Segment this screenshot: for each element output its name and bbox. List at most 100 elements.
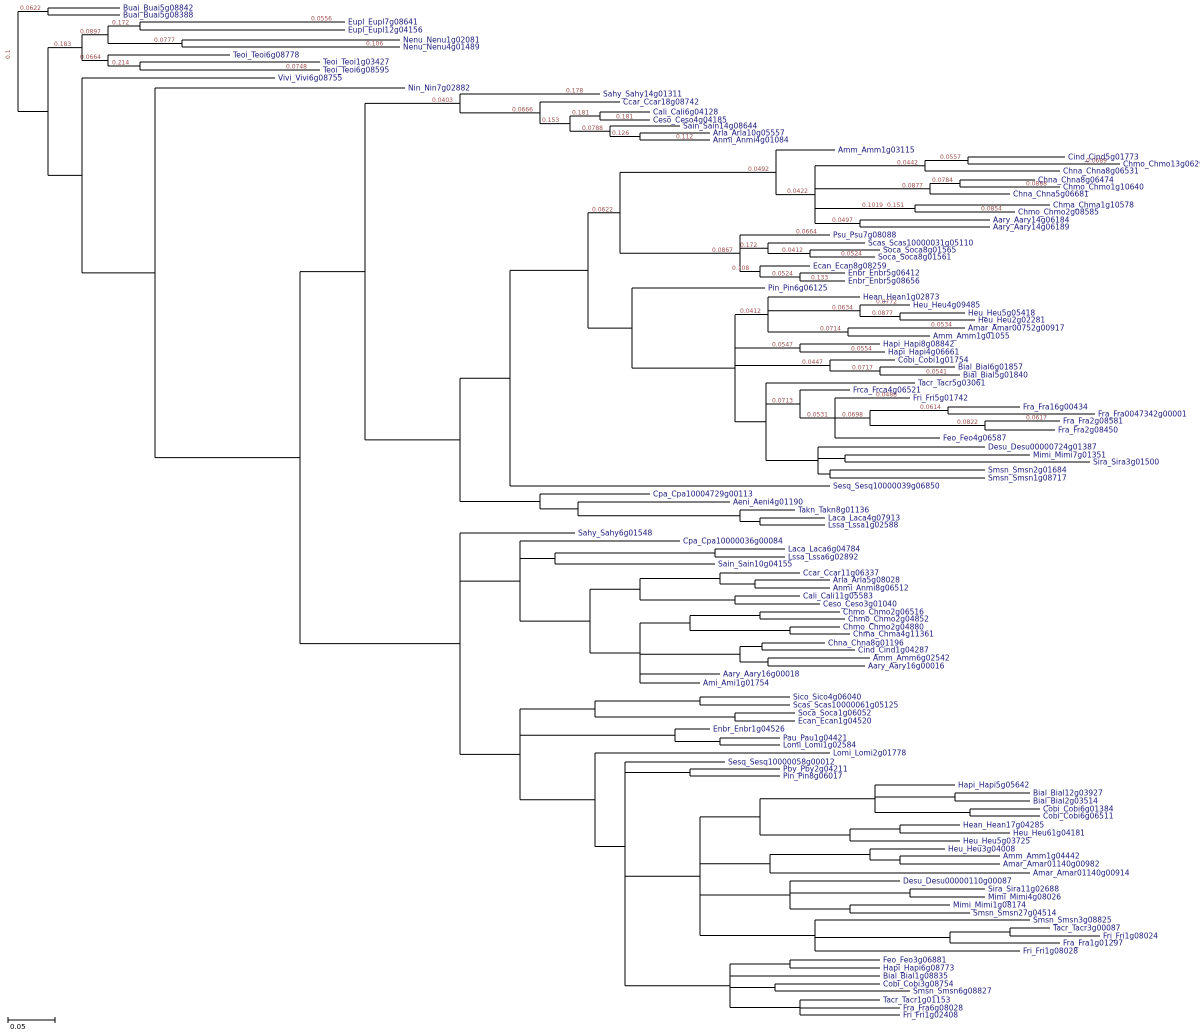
tip-label: Hapi_Hapi5g05642 <box>958 781 1030 790</box>
tip-label: Ceso_Ceso4g04185 <box>653 116 727 125</box>
tip-label: Vivi_Vivi6g08755 <box>278 74 343 83</box>
tip-label: Pau_Pau1g04421 <box>783 734 847 743</box>
tip-label: Heu_Heu3g04008 <box>948 845 1015 854</box>
tip-label: Chmo_Chmo1g10640 <box>1063 183 1144 192</box>
tip-label: Nenu_Nenu1g02081 <box>403 36 480 45</box>
tip-label: Teoi_Teoi1g03427 <box>322 58 390 67</box>
support-value: 0.0777 <box>154 37 175 44</box>
tip-label: Cobi_Cobi3g08754 <box>883 980 954 989</box>
tip-label: Hapi_Hapi8g08842 <box>883 340 955 349</box>
tip-label: Mimi_Mimi1g08174 <box>953 901 1026 910</box>
tip-label: Buai_Buai5g08388 <box>123 11 194 20</box>
tip-label: Chmo_Chmo13g06297 <box>1123 160 1200 169</box>
tip-label: Amm_Amm6g02542 <box>873 654 950 663</box>
tip-label: Fra_Fra2g08450 <box>1058 426 1118 435</box>
support-value: 0.0447 <box>802 359 823 366</box>
support-value: 0.0541 <box>926 369 947 376</box>
support-value: 0.172 <box>740 242 757 249</box>
tip-label: Nin_Nin7g02882 <box>408 84 470 93</box>
support-value: 0.0717 <box>852 365 873 372</box>
support-value: 0.0698 <box>842 412 863 419</box>
tip-label: Aeni_Aeni4g01190 <box>733 498 803 507</box>
tip-label: Ecan_Ecan8g08259 <box>813 262 887 271</box>
tip-label: Feo_Feo3g06881 <box>883 956 947 965</box>
support-value: 0.0497 <box>832 217 853 224</box>
support-value: 0.0877 <box>902 182 923 189</box>
tip-label: Mimi_Mimi7g01351 <box>1033 451 1106 460</box>
tip-label: Eupl_Eupl7g08641 <box>348 18 418 27</box>
tip-label: Cobi_Cobi6g01384 <box>1043 805 1114 814</box>
tip-label: Fra_Fra16g00434 <box>1023 403 1088 412</box>
tip-label: Lssa_Lssa6g02892 <box>788 553 859 562</box>
support-value: 0.0867 <box>712 247 733 254</box>
support-value: 0.0524 <box>841 251 862 258</box>
tip-label: Smsn_Smsn2g01684 <box>988 466 1067 475</box>
support-value: 0.181 <box>616 114 633 121</box>
tip-label: Frca_Frca4g06521 <box>853 386 921 395</box>
tip-label: Smsn_Smsn6g08827 <box>913 987 992 996</box>
tip-label: Tacr_Tacr1g01153 <box>882 996 951 1005</box>
tip-label: Pin_Pin8g06017 <box>783 772 843 781</box>
support-value: 0.108 <box>732 265 749 272</box>
tip-label: Soca_Soca8g01561 <box>878 253 952 262</box>
support-value: 0.0634 <box>832 304 853 311</box>
support-value: 0.0714 <box>820 326 841 333</box>
tip-label: Teoi_Teoi6g08778 <box>232 51 300 60</box>
tip-label: Fra_Fra0047342g00001 <box>1098 410 1187 419</box>
tip-label: Smsn_Smsn3g08825 <box>1033 916 1112 925</box>
scale-bar-label: 0.05 <box>10 1023 26 1031</box>
tip-label: Buai_Buai5g08842 <box>123 4 194 13</box>
support-value: 0.0713 <box>772 398 793 405</box>
root-label: 0.1 <box>5 49 12 59</box>
support-value: 0.183 <box>54 41 71 48</box>
support-value: 0.0888 <box>1026 181 1047 188</box>
tip-label: Nenu_Nenu4g01489 <box>403 43 480 52</box>
support-value: 0.151 <box>887 202 904 209</box>
tip-label: Aary_Aary16g00018 <box>723 670 800 679</box>
tip-label: Sico_Sico4g06040 <box>793 693 861 702</box>
tip-label: Bial_Bial2g03514 <box>1033 797 1098 806</box>
tip-label: Fra_Fra6g08028 <box>903 1004 963 1013</box>
tip-label: Soca_Soca1g06052 <box>798 709 872 718</box>
tip-label: Hean_Hean1g02873 <box>863 293 940 302</box>
support-value: 0.0488 <box>876 392 897 399</box>
tip-label: Enbr_Enbr1g04526 <box>713 725 785 734</box>
support-value: 0.0442 <box>897 159 918 166</box>
support-value: 0.0531 <box>807 412 828 419</box>
tip-label: Desu_Desu00000110g00087 <box>903 877 1012 886</box>
tip-label: Lomi_Lomi2g01778 <box>833 749 906 758</box>
tip-label: Cobi_Cobi6g06511 <box>1043 812 1114 821</box>
support-values: 0.06220.05560.1720.1060.07770.08970.0748… <box>20 5 1107 426</box>
support-value: 0.178 <box>566 88 583 95</box>
support-value: 0.0897 <box>80 28 101 35</box>
support-value: 0.0664 <box>80 54 101 61</box>
support-value: 0.0748 <box>286 64 307 71</box>
tip-label: Lssa_Lssa1g02588 <box>828 521 899 530</box>
support-value: 0.0772 <box>876 299 897 306</box>
support-value: 0.0788 <box>582 125 603 132</box>
tip-label: Lomi_Lomi1g02584 <box>783 741 856 750</box>
tip-label: Feo_Feo4g06587 <box>943 434 1007 443</box>
tip-label: Sahy_Sahy6g01548 <box>578 529 652 538</box>
tip-label: Scas_Scas10000061g05125 <box>793 701 899 710</box>
tip-label: Cali_Cali6g04128 <box>653 108 718 117</box>
tip-label: Anmi_Anmi8g06512 <box>833 584 909 593</box>
support-value: 0.0664 <box>796 229 817 236</box>
support-value: 0.214 <box>112 60 129 67</box>
tip-label: Heu_Heu4g09485 <box>913 301 980 310</box>
support-value: 0.0617 <box>1026 415 1047 422</box>
tip-label: Amar_Amar01140g00914 <box>1033 869 1130 878</box>
tip-label: Enbr_Enbr5g06412 <box>848 269 920 278</box>
tip-label: Psu_Psu7g08088 <box>833 231 896 240</box>
tip-label: Chmo_Chmo2g08585 <box>1018 208 1099 217</box>
tip-label: Anmi_Anmi4g01084 <box>713 136 789 145</box>
tip-label: Pby_Pby2g04211 <box>783 765 848 774</box>
tip-label: Fra_Fra2g08581 <box>1063 417 1123 426</box>
tip-label: Heu_Heu2g02281 <box>978 316 1045 325</box>
tip-label: Arla_Arla10g05557 <box>713 129 785 138</box>
tip-label: Ceso_Ceso3g01040 <box>823 600 897 609</box>
tip-label: Ccar_Ccar18g08742 <box>623 98 699 107</box>
tip-label: Cpa_Cpa10004729g00113 <box>653 490 753 499</box>
support-value: 0.0412 <box>740 308 761 315</box>
support-value: 0.0412 <box>782 247 803 254</box>
